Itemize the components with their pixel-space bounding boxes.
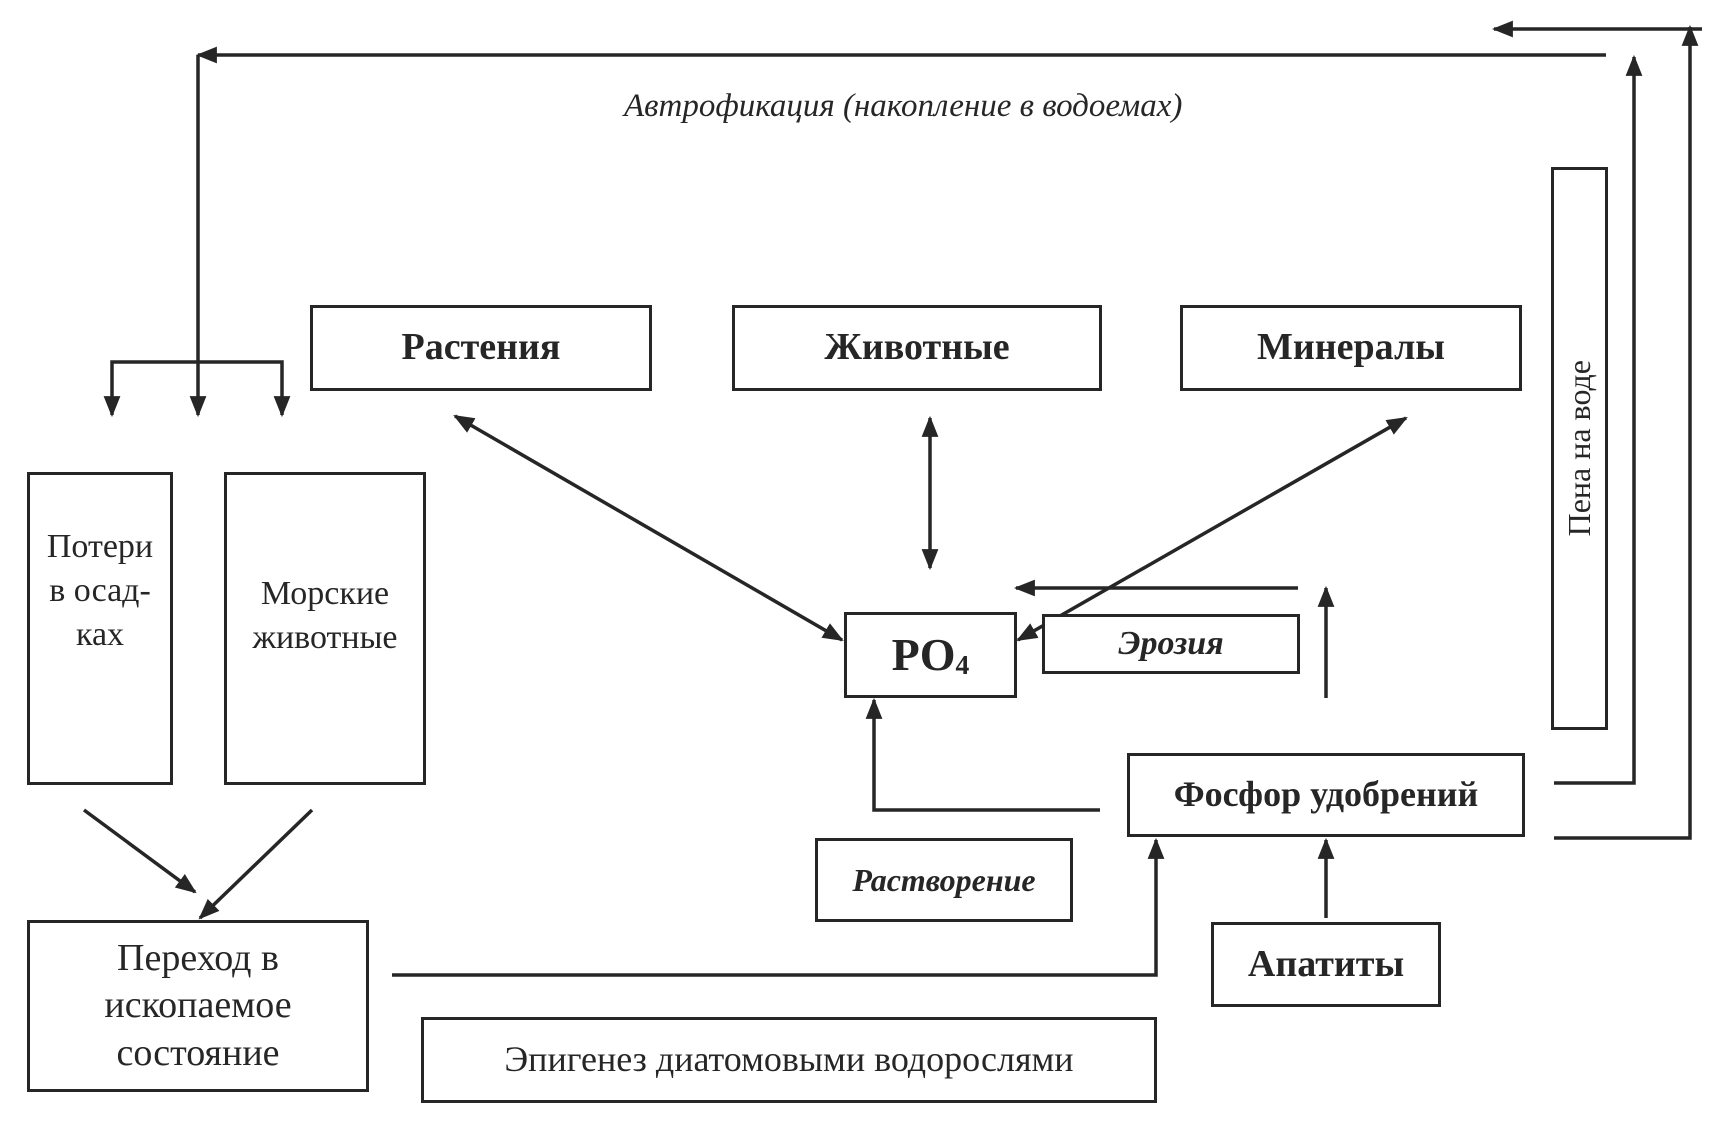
marine-animals-line-2: животные bbox=[252, 619, 398, 657]
losses-box: Потери в осад- ках bbox=[27, 472, 173, 785]
losses-line-1: Потери bbox=[46, 528, 154, 565]
erosion-label: Эрозия bbox=[1118, 624, 1224, 662]
eutrophication-label: Автрофикация (накопление в водоемах) bbox=[624, 88, 1183, 124]
plants-box: Растения bbox=[310, 305, 652, 391]
po4-label: PO4 bbox=[892, 627, 970, 682]
foam-box: Пена на воде bbox=[1551, 167, 1608, 730]
fossil-fertilizer-arrow bbox=[392, 837, 1165, 977]
apatites-box: Апатиты bbox=[1211, 922, 1441, 1007]
erosion-box: Эрозия bbox=[1042, 614, 1300, 674]
foam-label: Пена на воде bbox=[1561, 360, 1598, 537]
minerals-po4-arrow bbox=[1016, 416, 1408, 642]
minerals-label: Минералы bbox=[1257, 326, 1445, 369]
epigenesis-label: Эпигенез диатомовыми водорослями bbox=[504, 1039, 1074, 1080]
marine-fossil-arrow bbox=[198, 808, 314, 920]
marine-animals-box: Морские животные bbox=[224, 472, 426, 785]
fertilizer-phosphorus-label: Фосфор удобрений bbox=[1173, 774, 1479, 815]
plants-label: Растения bbox=[401, 326, 561, 369]
fossilization-line-3: состояние bbox=[116, 1031, 280, 1074]
fossilization-line-2: ископаемое bbox=[104, 984, 292, 1027]
minerals-box: Минералы bbox=[1180, 305, 1522, 391]
losses-line-2: в осад- bbox=[49, 572, 151, 610]
fertilizer-phosphorus-box: Фосфор удобрений bbox=[1127, 753, 1525, 837]
po4-main: PO bbox=[891, 629, 956, 681]
plants-po4-arrow bbox=[453, 414, 844, 642]
po4-subscript: 4 bbox=[955, 649, 970, 681]
dissolution-arrow bbox=[865, 697, 1100, 812]
fertilizer-to-top-inner bbox=[1554, 54, 1643, 785]
marine-animals-line-1: Морские bbox=[260, 575, 390, 612]
epigenesis-box: Эпигенез диатомовыми водорослями bbox=[421, 1017, 1157, 1103]
left-branch-arrows bbox=[103, 360, 291, 418]
fossilization-line-1: Переход в bbox=[117, 936, 279, 979]
apatites-label: Апатиты bbox=[1247, 942, 1405, 985]
losses-fossil-arrow bbox=[82, 808, 197, 894]
animals-box: Животные bbox=[732, 305, 1102, 391]
dissolution-box: Растворение bbox=[815, 838, 1073, 922]
losses-line-3: ках bbox=[75, 616, 125, 654]
dissolution-label: Растворение bbox=[852, 861, 1036, 898]
fertilizer-to-top-outer bbox=[1554, 24, 1699, 840]
animals-label: Животные bbox=[824, 326, 1010, 369]
po4-box: PO4 bbox=[844, 612, 1017, 698]
fossilization-box: Переход в ископаемое состояние bbox=[27, 920, 369, 1092]
